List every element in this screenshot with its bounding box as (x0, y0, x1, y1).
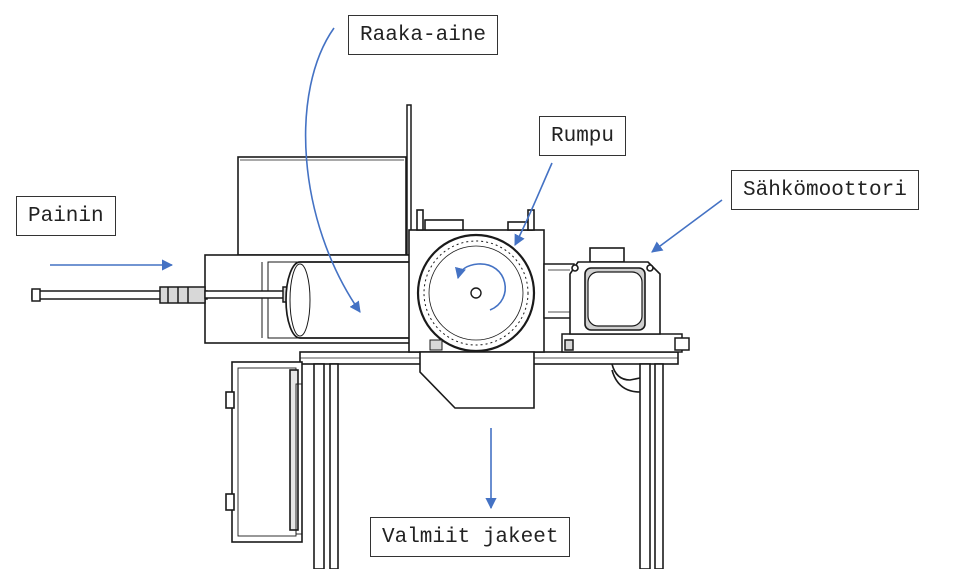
label-raaka-aine: Raaka-aine (348, 15, 499, 55)
flow-arrows (50, 27, 723, 510)
drum (416, 233, 536, 353)
sahkomoottori-arrow (651, 199, 723, 253)
stand (299, 351, 679, 569)
cylinder (285, 261, 423, 339)
motor (569, 247, 661, 335)
label-painin: Painin (16, 196, 116, 236)
label-valmiit-jakeet: Valmiit jakeet (370, 517, 571, 557)
hopper (237, 156, 407, 256)
rotation-arrow (455, 263, 507, 311)
rumpu-arrow (514, 162, 553, 246)
motor-base (561, 333, 690, 353)
raaka-aine-arrow (304, 27, 361, 313)
cabinet (225, 361, 303, 543)
label-rumpu: Rumpu (539, 116, 627, 156)
label-sahkomoottori: Sähkömoottori (731, 170, 919, 210)
